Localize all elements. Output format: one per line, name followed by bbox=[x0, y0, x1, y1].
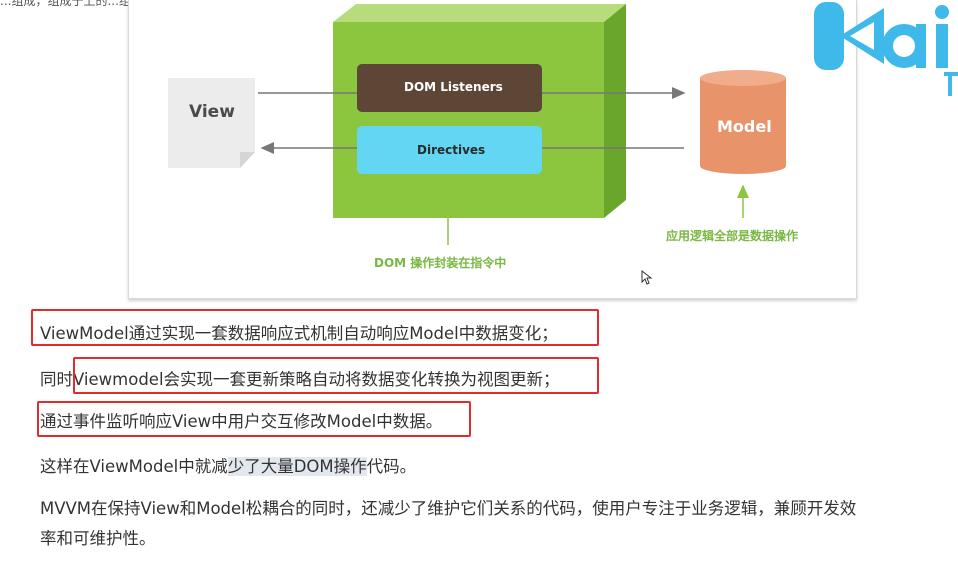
paragraph-line-4-c: 代码。 bbox=[366, 457, 417, 476]
paragraph-line-4: 这样在ViewModel中就减少了大量DOM操作代码。 bbox=[40, 453, 416, 477]
model-label: Model bbox=[717, 117, 772, 136]
paragraph-line-2-rest: Viewmodel会实现一套更新策略自动将数据变化转换为视图更新； bbox=[73, 370, 560, 389]
dom-caption: DOM 操作封装在指令中 bbox=[374, 256, 507, 270]
mvvm-diagram bbox=[168, 4, 786, 245]
view-document bbox=[168, 78, 255, 168]
paragraph-line-6: 率和可维护性。 bbox=[40, 529, 156, 548]
viewmodel-cube bbox=[333, 4, 626, 218]
paragraph-line-1: ViewModel通过实现一套数据响应式机制自动响应Model中数据变化； bbox=[40, 324, 558, 343]
paragraph-line-2-prefix: 同时 bbox=[40, 370, 73, 389]
kaike-logo-icon bbox=[814, 2, 958, 96]
text-selection-highlight: 少了大量DOM操作 bbox=[227, 457, 367, 476]
view-label: View bbox=[189, 102, 235, 122]
kaike-logo bbox=[812, 0, 958, 100]
model-caption: 应用逻辑全部是数据操作 bbox=[666, 229, 799, 243]
model-cylinder bbox=[700, 70, 786, 174]
directives-label: Directives bbox=[417, 143, 486, 157]
dom-listeners-box bbox=[357, 64, 542, 112]
dom-listeners-label: DOM Listeners bbox=[404, 80, 503, 94]
paragraph-line-2: 同时Viewmodel会实现一套更新策略自动将数据变化转换为视图更新； bbox=[40, 366, 560, 390]
cropped-heading-fragment: ...组成，组成于上的...组件 bbox=[0, 0, 143, 8]
paragraph-line-4-a: 这样在ViewModel中就减 bbox=[40, 457, 228, 476]
mouse-cursor-icon bbox=[641, 270, 653, 285]
directives-box bbox=[357, 126, 542, 174]
paragraph-line-5: MVVM在保持View和Model松耦合的同时，还减少了维护它们关系的代码，使用… bbox=[40, 499, 857, 518]
paragraph-line-3: 通过事件监听响应View中用户交互修改Model中数据。 bbox=[40, 412, 443, 431]
